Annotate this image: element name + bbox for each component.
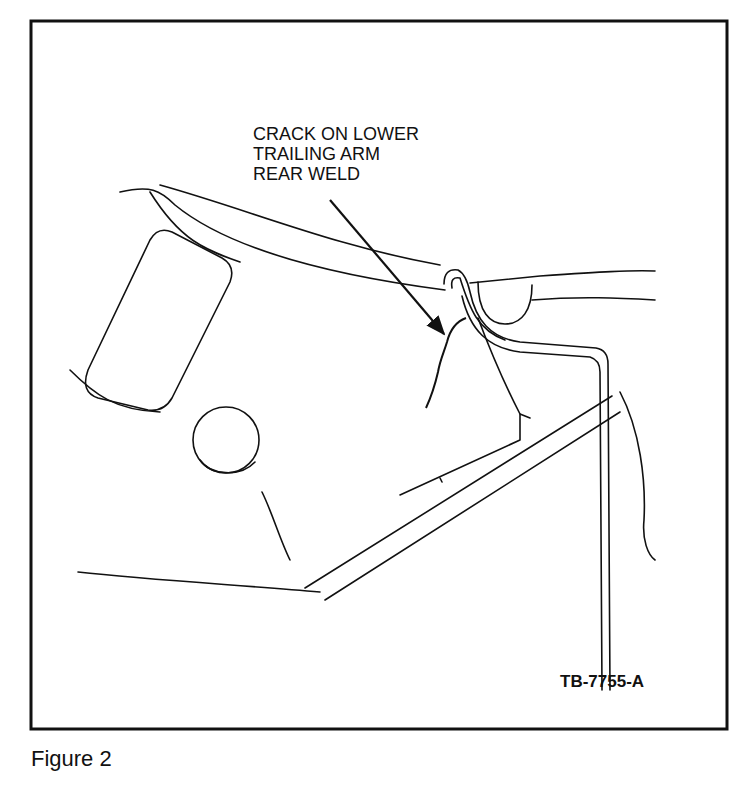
figure-code: TB-7755-A [560,672,710,692]
suspension-drawing [70,185,655,690]
callout-label: CRACK ON LOWER TRAILING ARM REAR WELD [253,124,425,184]
figure-caption: Figure 2 [31,746,112,772]
crack-line [426,318,466,408]
frame [31,21,727,729]
leader-arrow [330,200,444,334]
